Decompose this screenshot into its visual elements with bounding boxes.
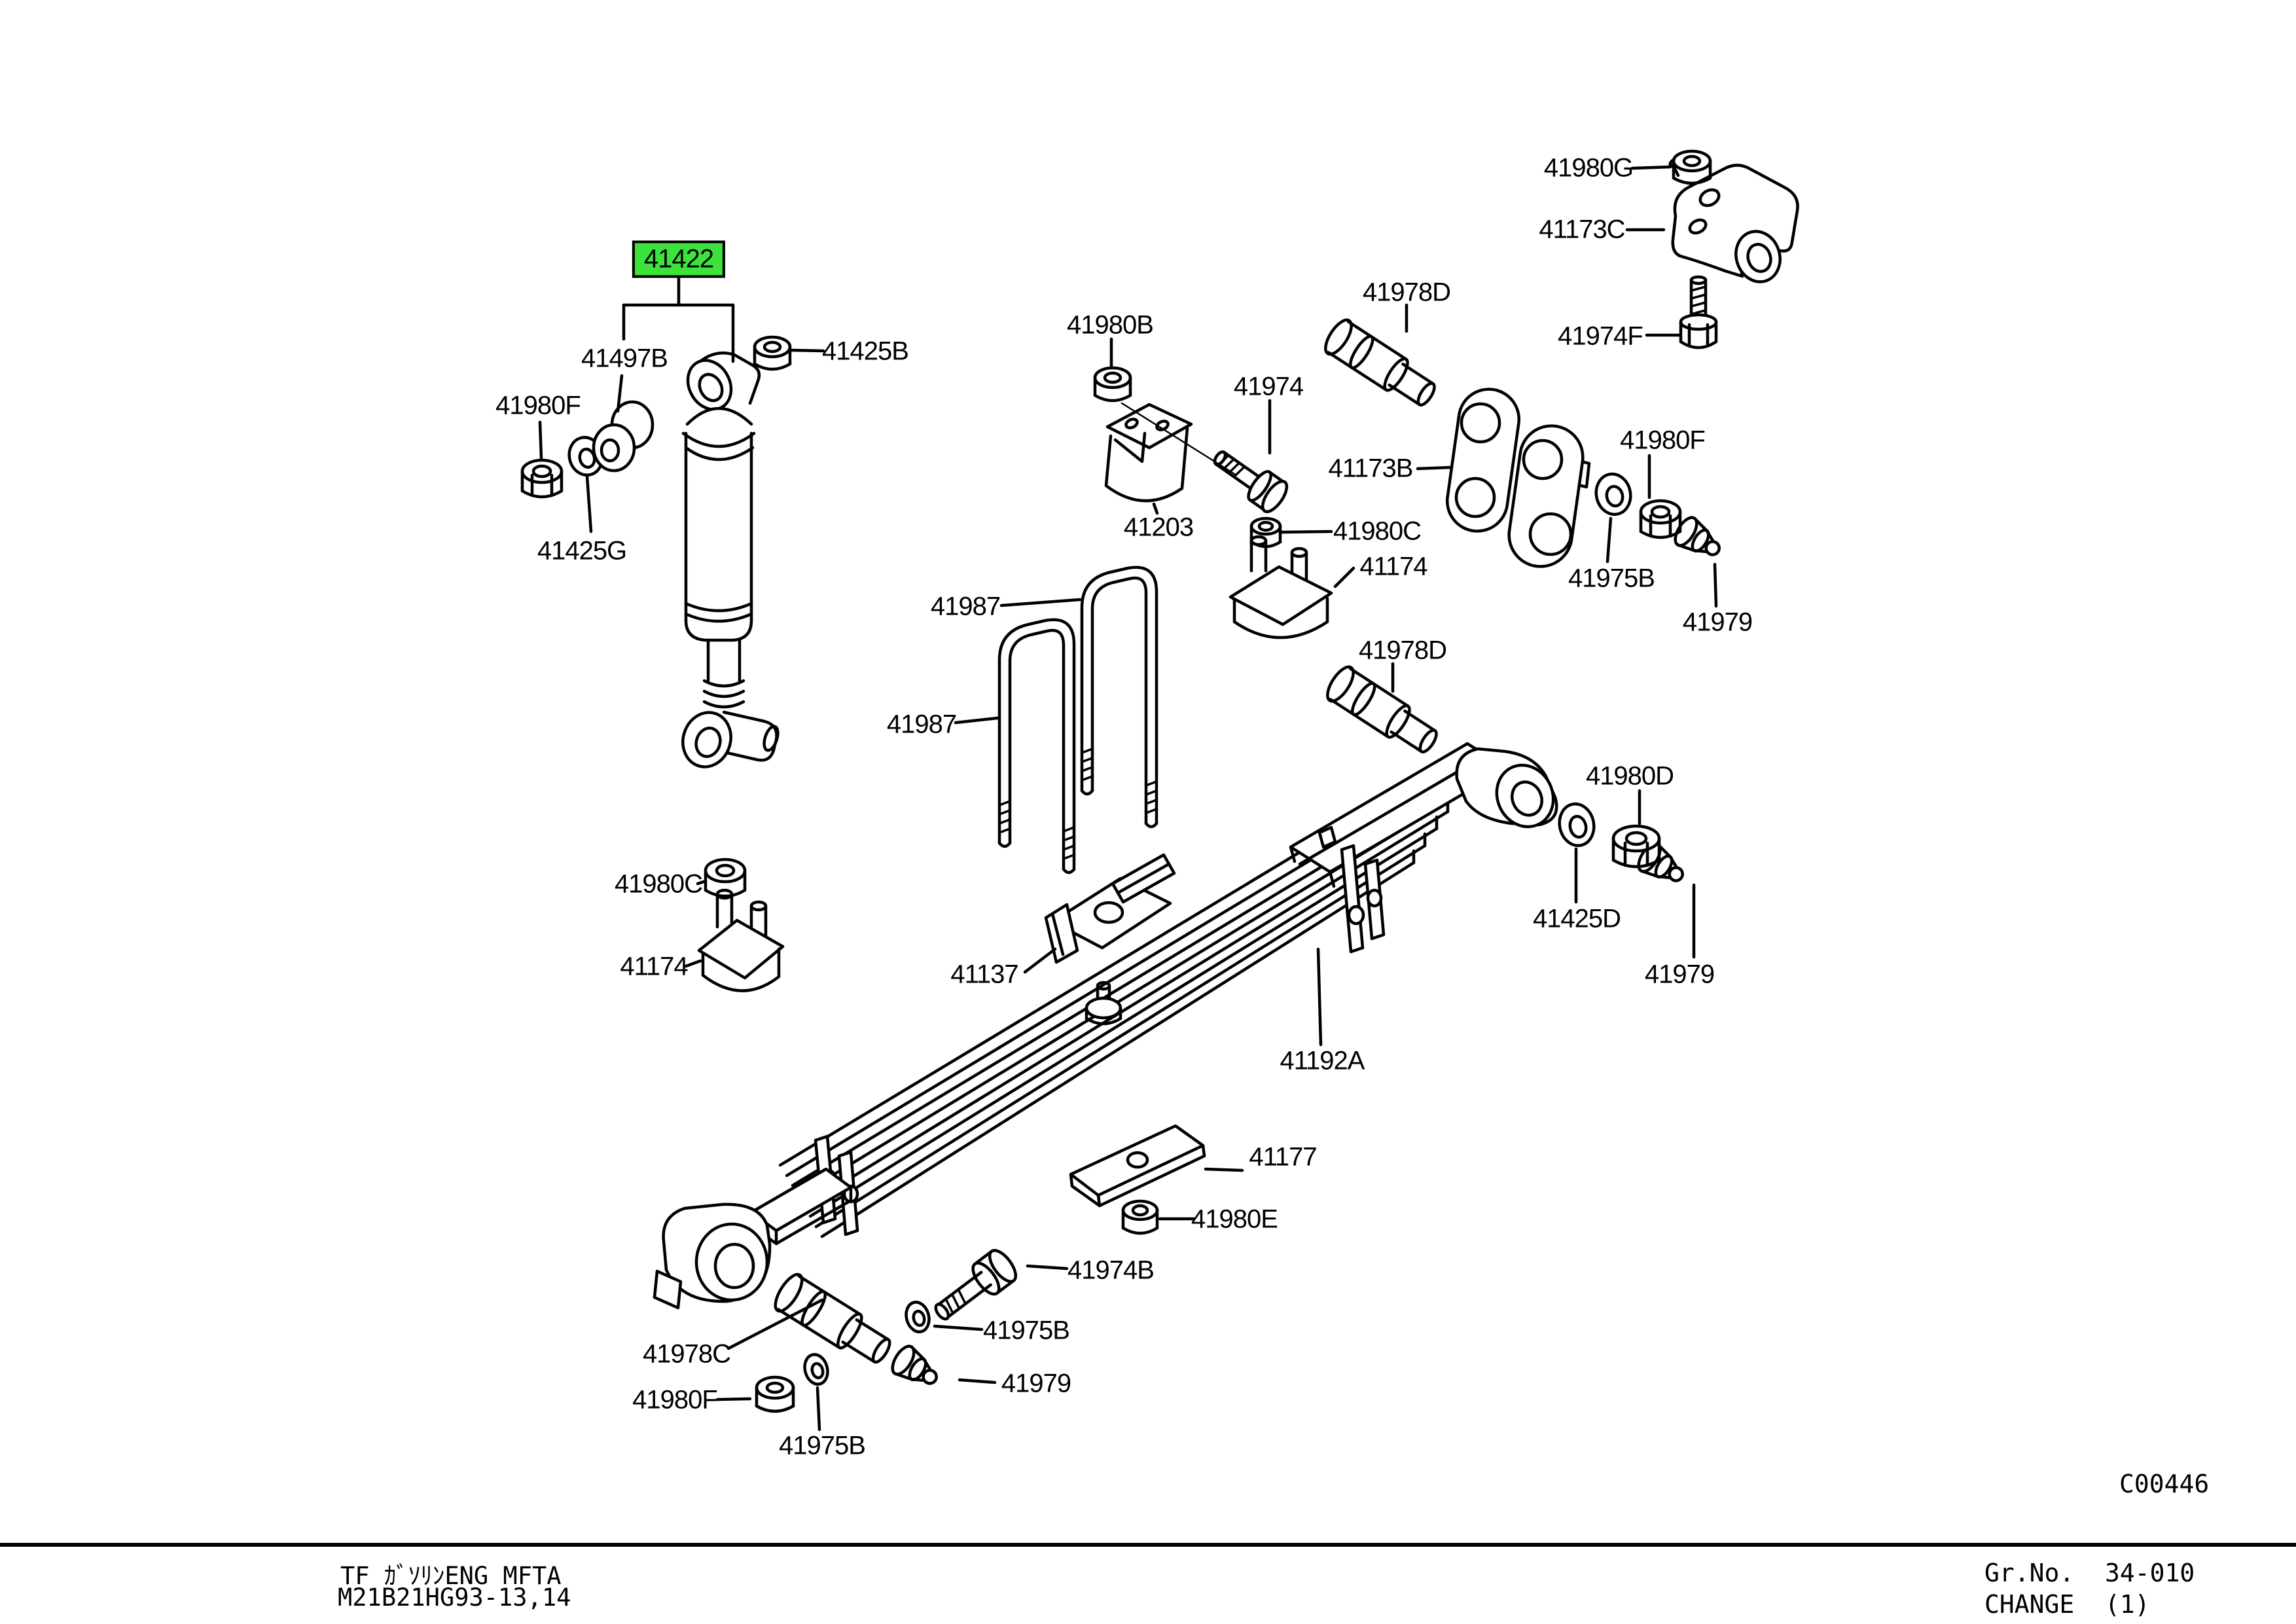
part-label-41422-highlighted[interactable]: 41422 bbox=[632, 240, 726, 278]
footer-divider bbox=[0, 1543, 2296, 1547]
spring-pad-left-drawing bbox=[697, 888, 785, 992]
spring-pin-top-drawing bbox=[1324, 318, 1436, 406]
figure-code: C00446 bbox=[2119, 1470, 2210, 1498]
part-label-41987[interactable]: 41987 bbox=[930, 592, 1001, 621]
part-label-41975B[interactable]: 41975B bbox=[1568, 564, 1655, 593]
grease-fitting-front-drawing bbox=[891, 1344, 938, 1385]
bolt-41974-drawing bbox=[1213, 450, 1289, 513]
part-label-41980F[interactable]: 41980F bbox=[632, 1385, 718, 1415]
part-label-41979[interactable]: 41979 bbox=[1682, 607, 1753, 637]
part-label-41974F[interactable]: 41974F bbox=[1558, 321, 1643, 351]
footer-group-number-value: 34-010 bbox=[2105, 1559, 2195, 1587]
part-label-41980C[interactable]: 41980C bbox=[1333, 516, 1422, 546]
part-label-41497B[interactable]: 41497B bbox=[581, 344, 668, 373]
footer-change-label: CHANGE bbox=[1984, 1590, 2075, 1619]
part-label-41174[interactable]: 41174 bbox=[620, 952, 688, 981]
part-label-41980F[interactable]: 41980F bbox=[495, 391, 581, 420]
footer-group-number-label: Gr.No. bbox=[1984, 1559, 2075, 1587]
part-label-41980G[interactable]: 41980G bbox=[1543, 153, 1634, 183]
footer-model-line1: TF ｶﾞｿﾘﾝENG MFTA bbox=[340, 1562, 562, 1590]
nuts-drawing bbox=[520, 149, 1712, 1413]
part-label-41975B[interactable]: 41975B bbox=[779, 1431, 866, 1460]
part-label-41978D[interactable]: 41978D bbox=[1358, 636, 1447, 665]
part-label-41980E[interactable]: 41980E bbox=[1191, 1204, 1278, 1234]
bump-stopper-drawing bbox=[1104, 403, 1193, 503]
hanger-bracket-drawing bbox=[1668, 156, 1799, 283]
shock-absorber-drawing bbox=[681, 352, 780, 768]
bolt-41974F-drawing bbox=[1679, 275, 1718, 350]
leader-lines bbox=[538, 165, 1718, 1432]
bushing-drawing bbox=[592, 400, 655, 473]
washers-drawing bbox=[567, 436, 1632, 1386]
part-label-41975B[interactable]: 41975B bbox=[983, 1316, 1070, 1345]
part-label-41978D[interactable]: 41978D bbox=[1362, 278, 1451, 307]
part-label-41987[interactable]: 41987 bbox=[886, 710, 957, 739]
part-label-41974[interactable]: 41974 bbox=[1233, 372, 1304, 401]
part-label-41137[interactable]: 41137 bbox=[950, 960, 1018, 989]
part-label-41980F[interactable]: 41980F bbox=[1620, 425, 1706, 455]
part-label-41425B[interactable]: 41425B bbox=[822, 336, 909, 366]
part-label-41177[interactable]: 41177 bbox=[1249, 1142, 1317, 1172]
leaf-spring-drawing bbox=[653, 742, 1558, 1310]
part-label-41980B[interactable]: 41980B bbox=[1067, 310, 1154, 340]
part-label-41173B[interactable]: 41173B bbox=[1328, 454, 1414, 483]
spring-pin-front-drawing bbox=[774, 1272, 891, 1364]
part-label-41980D[interactable]: 41980D bbox=[1585, 761, 1674, 791]
u-bolt-right-drawing bbox=[1080, 566, 1158, 829]
part-label-41425D[interactable]: 41425D bbox=[1532, 904, 1621, 933]
bolt-41974B-drawing bbox=[934, 1249, 1018, 1321]
footer-model-line2: M21B21HG93-13,14 bbox=[338, 1583, 571, 1612]
part-label-41425G[interactable]: 41425G bbox=[537, 536, 627, 566]
shackle-plates-drawing bbox=[1445, 388, 1591, 568]
part-label-41974B[interactable]: 41974B bbox=[1067, 1255, 1155, 1285]
part-label-41979[interactable]: 41979 bbox=[1644, 960, 1715, 989]
spring-pad-mid-drawing bbox=[1229, 535, 1333, 640]
part-label-41203[interactable]: 41203 bbox=[1123, 513, 1194, 542]
part-label-41979[interactable]: 41979 bbox=[1001, 1369, 1071, 1398]
footer-change-value: (1) bbox=[2105, 1590, 2150, 1619]
part-label-41173C[interactable]: 41173C bbox=[1539, 215, 1625, 244]
spring-seat-drawing bbox=[1044, 853, 1176, 964]
spring-plate-drawing bbox=[1069, 1124, 1206, 1208]
part-label-41174[interactable]: 41174 bbox=[1359, 552, 1427, 581]
part-label-41980C[interactable]: 41980C bbox=[614, 869, 703, 899]
spring-center-bolt-drawing bbox=[1085, 981, 1122, 1026]
part-label-41192A[interactable]: 41192A bbox=[1280, 1046, 1365, 1075]
u-bolt-left-drawing bbox=[997, 618, 1076, 875]
part-label-41978C[interactable]: 41978C bbox=[642, 1339, 731, 1369]
spring-pin-rear-drawing bbox=[1326, 665, 1438, 753]
